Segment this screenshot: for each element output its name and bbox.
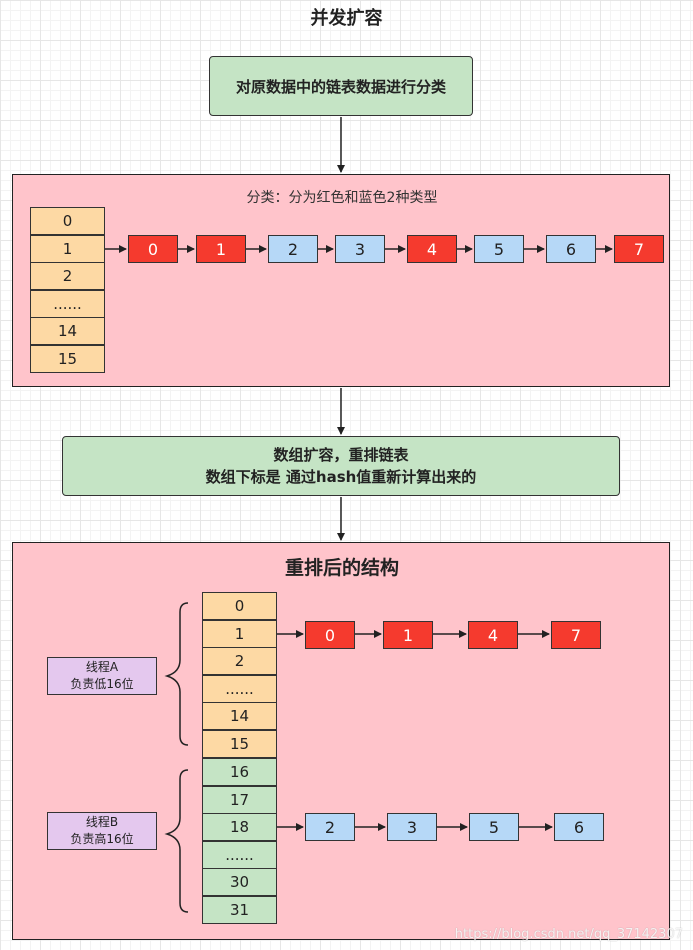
step-resize-line1: 数组扩容，重排链表 [273,446,409,464]
thread-b-brace [164,769,189,913]
thread-a-brace [164,602,189,746]
chain-node-0: 0 [128,235,178,263]
thread-a-box: 线程A 负责低16位 [47,657,157,695]
chain-node-7: 7 [614,235,664,263]
low-bucket-cell-5: 15 [202,730,277,758]
thread-a-desc: 负责低16位 [70,677,134,691]
chain-node-6: 6 [546,235,596,263]
bucket-cell-1: 1 [30,234,105,263]
bucket-cell-0: 0 [30,207,105,235]
rearranged-title: 重排后的结构 [284,557,399,579]
classification-label: 分类：分为红色和蓝色2种类型 [246,190,438,206]
thread-a-name: 线程A [85,660,119,674]
high-bucket-cell-3: ...... [202,840,277,869]
classification-panel: 分类：分为红色和蓝色2种类型 [12,174,670,387]
low-chain-node-1: 1 [383,621,433,649]
thread-b-name: 线程B [85,815,119,829]
watermark: https://blog.csdn.net/qq_37142307 [454,927,683,942]
chain-node-2: 2 [268,235,318,263]
thread-b-desc: 负责高16位 [70,832,134,846]
low-chain-node-4: 4 [468,621,518,649]
low-bucket-cell-3: ...... [202,674,277,703]
high-bucket-cell-0: 16 [202,758,277,786]
diagram-title: 并发扩容 [310,8,383,29]
high-bucket-cell-2: 18 [202,813,277,842]
bucket-cell-5: 15 [30,344,105,373]
high-bucket-cell-4: 30 [202,868,277,897]
high-chain-node-6: 6 [554,813,604,841]
chain-node-3: 3 [335,235,385,263]
step-resize-line2: 数组下标是 通过hash值重新计算出来的 [205,468,477,486]
step-resize-box: 数组扩容，重排链表 数组下标是 通过hash值重新计算出来的 [62,436,620,496]
low-bucket-cell-1: 1 [202,619,277,648]
bucket-cell-4: 14 [30,317,105,345]
bucket-cell-2: 2 [30,262,105,290]
high-chain-node-5: 5 [469,813,519,841]
high-chain-node-3: 3 [387,813,437,841]
step-classify-box: 对原数据中的链表数据进行分类 [209,56,473,116]
low-chain-node-7: 7 [551,621,601,649]
chain-node-1: 1 [196,235,246,263]
high-bucket-cell-1: 17 [202,785,277,814]
low-bucket-cell-4: 14 [202,702,277,731]
step-classify-text: 对原数据中的链表数据进行分类 [235,77,446,96]
rearranged-panel: 重排后的结构 [12,542,670,940]
low-bucket-cell-2: 2 [202,647,277,676]
chain-node-5: 5 [474,235,524,263]
low-bucket-cell-0: 0 [202,592,277,620]
high-chain-node-2: 2 [305,813,355,841]
thread-b-box: 线程B 负责高16位 [47,812,157,850]
low-chain-node-0: 0 [305,621,355,649]
high-bucket-cell-5: 31 [202,896,277,924]
chain-node-4: 4 [407,235,457,263]
